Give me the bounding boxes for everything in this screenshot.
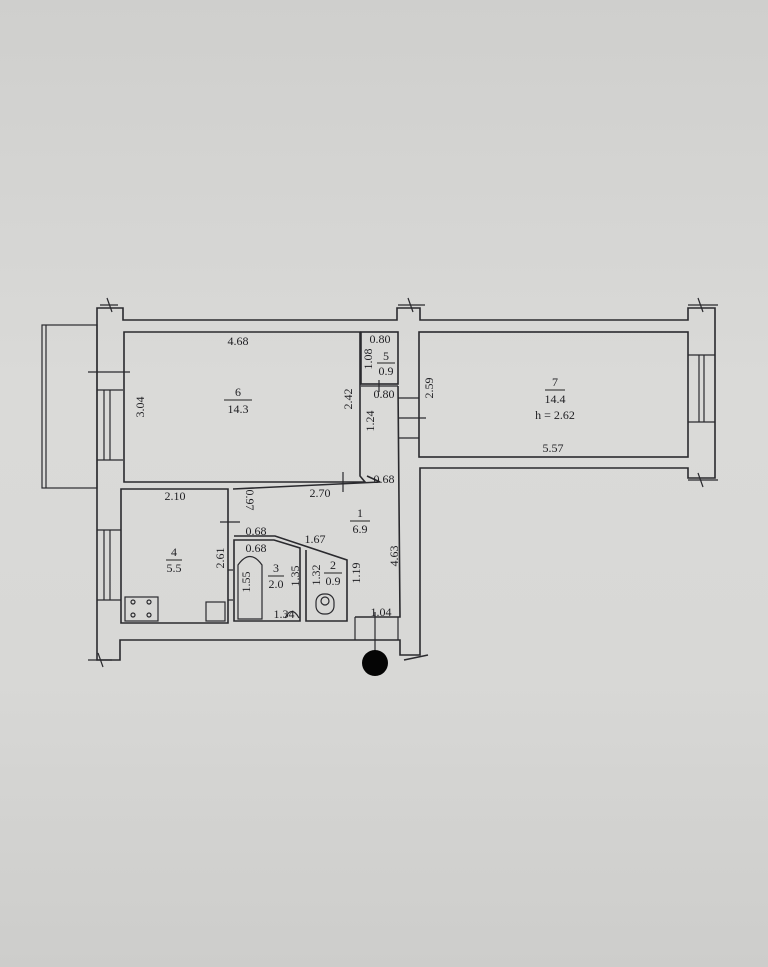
entrance-marker — [362, 650, 388, 676]
dim-label: 2.10 — [165, 489, 186, 503]
room-area: 14.4 — [545, 392, 566, 406]
dim-label: 1.19 — [349, 563, 363, 584]
room-area: 14.3 — [228, 402, 249, 416]
room-area: 6.9 — [353, 522, 368, 536]
room-4 — [120, 488, 240, 624]
bathtub-icon — [237, 555, 263, 620]
dim-label: 4.68 — [228, 334, 249, 348]
room-number: 1 — [357, 506, 363, 520]
wall-break-marks — [88, 297, 718, 668]
labels: 4.68 6 14.3 3.04 2.42 0.80 5 0.9 1.08 0.… — [133, 332, 575, 621]
room-area: 0.9 — [326, 574, 341, 588]
dim-label: 0.80 — [370, 332, 391, 346]
room-2 — [315, 593, 335, 615]
stove-icon — [124, 596, 159, 622]
room-area: 5.5 — [167, 561, 182, 575]
dim-label: 0.68 — [246, 541, 267, 555]
dim-label: 1.34 — [274, 607, 295, 621]
dim-label: 1.08 — [361, 349, 375, 370]
dim-label: 2.42 — [341, 389, 355, 410]
room-7 — [398, 331, 689, 458]
dim-label: 5.57 — [543, 441, 564, 455]
dim-label: 2.70 — [310, 486, 331, 500]
balcony — [41, 324, 98, 489]
dim-label: 3.04 — [133, 397, 147, 418]
dim-label: 2.59 — [422, 378, 436, 399]
entrance — [354, 612, 399, 652]
dim-label: 1.67 — [305, 532, 326, 546]
dim-label: 0.80 — [374, 387, 395, 401]
sink-icon — [205, 601, 226, 622]
windows — [88, 354, 715, 601]
room-number: 4 — [171, 545, 177, 559]
dim-label: 1.24 — [363, 411, 377, 432]
room-number: 5 — [383, 349, 389, 363]
outer-walls — [96, 307, 716, 661]
room-3 — [233, 535, 348, 622]
dim-label: 1.55 — [239, 572, 253, 593]
room-number: 2 — [330, 558, 336, 572]
dim-label: 0.68 — [246, 524, 267, 538]
room-height: h = 2.62 — [535, 408, 575, 422]
dim-label: 0.68 — [374, 472, 395, 486]
washbasin-icon — [284, 610, 300, 619]
dim-label: 1.04 — [371, 605, 392, 619]
room-5 — [360, 331, 399, 392]
room-number: 3 — [273, 561, 279, 575]
toilet-icon — [315, 593, 335, 615]
dim-label: 1.35 — [288, 566, 302, 587]
dim-label: 1.32 — [309, 565, 323, 586]
room-area: 2.0 — [269, 577, 284, 591]
dim-label: 4.63 — [387, 546, 401, 567]
room-number: 6 — [235, 385, 241, 399]
corridor — [232, 385, 401, 618]
dim-label: 0.97 — [243, 490, 257, 511]
room-number: 7 — [552, 375, 558, 389]
dim-label: 2.61 — [213, 548, 227, 569]
room-area: 0.9 — [379, 364, 394, 378]
room-6 — [123, 331, 367, 483]
